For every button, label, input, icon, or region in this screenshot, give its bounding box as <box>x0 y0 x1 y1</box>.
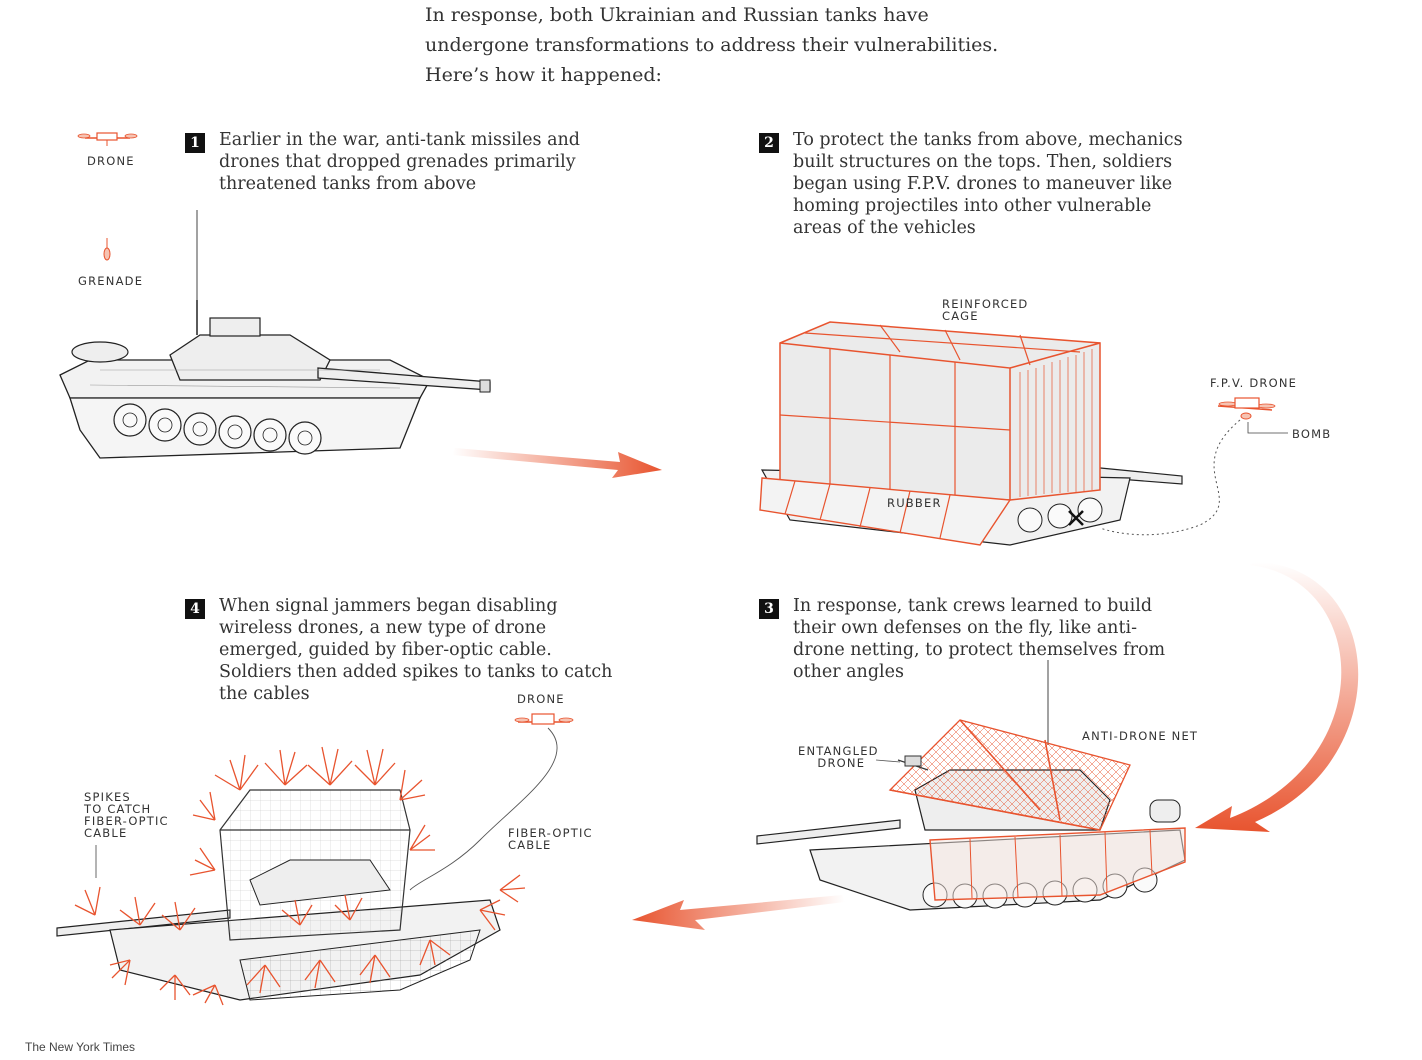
step-text: In response, tank crews learned to build… <box>793 596 1166 682</box>
label-drone-step4: DRONE <box>517 692 565 706</box>
fiber-optic-cable-line <box>409 727 558 891</box>
label-bomb: BOMB <box>1292 427 1332 441</box>
step-number: 4 <box>185 599 205 619</box>
label-anti-drone-net: ANTI-DRONE NET <box>1082 729 1199 743</box>
step1-tank <box>59 300 491 459</box>
step2-fpv-drone-icon <box>1217 397 1276 420</box>
flow-arrow-1-2 <box>452 448 662 478</box>
step4-spiked-tank <box>56 746 526 1006</box>
label-fpv-drone: F.P.V. DRONE <box>1210 376 1298 390</box>
flow-arrow-2-3 <box>1195 562 1359 832</box>
step3-netted-tank <box>756 660 1186 911</box>
label-grenade: GRENADE <box>78 274 144 288</box>
step-number: 1 <box>185 133 205 153</box>
label-entangled-drone: ENTANGLED DRONE <box>798 744 879 770</box>
bomb-leader <box>1247 422 1288 434</box>
credit: The New York Times <box>25 1040 136 1054</box>
step-text: To protect the tanks from above, mechani… <box>793 130 1183 238</box>
step2-caged-tank <box>759 321 1183 546</box>
entangled-drone-icon <box>875 755 929 771</box>
step-text: Earlier in the war, anti-tank missiles a… <box>219 130 580 194</box>
step1-grenade-icon <box>103 238 111 261</box>
step-number: 2 <box>759 133 779 153</box>
step-number: 3 <box>759 599 779 619</box>
label-spikes: SPIKES TO CATCH FIBER-OPTIC CABLE <box>84 790 169 840</box>
label-fiber-optic-cable: FIBER-OPTIC CABLE <box>508 826 593 852</box>
label-reinforced-cage: REINFORCED CAGE <box>942 297 1029 323</box>
intro-text: In response, both Ukrainian and Russian … <box>425 4 999 86</box>
step-text: When signal jammers began disabling wire… <box>219 596 613 704</box>
label-rubber: RUBBER <box>887 496 942 510</box>
flow-arrow-3-4 <box>632 895 845 930</box>
step1-drone-icon <box>77 132 138 146</box>
label-drone: DRONE <box>87 154 135 168</box>
step4-drone-icon <box>514 713 574 725</box>
